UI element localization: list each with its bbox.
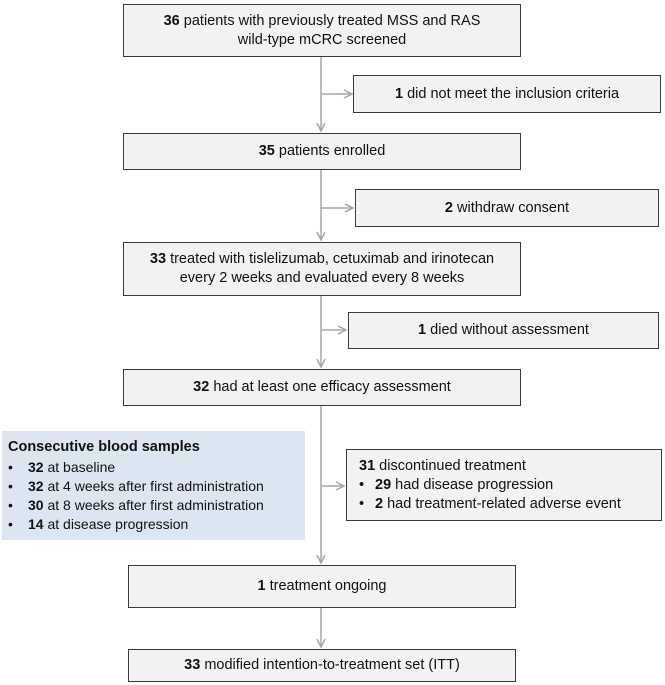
- assessed-text: had at least one efficacy assessment: [213, 379, 451, 395]
- ongoing-count: 1: [257, 578, 266, 594]
- itt-box: 33 modified intention-to-treatment set (…: [128, 649, 516, 682]
- bullet: •: [8, 478, 13, 494]
- assessed-box: 32 had at least one efficacy assessment: [123, 369, 521, 406]
- treated-box: 33 treated with tislelizumab, cetuximab …: [123, 242, 521, 296]
- screened-count: 36: [163, 12, 180, 29]
- bullet: •: [8, 516, 13, 532]
- blood-item: •30 at 8 weeks after first administratio…: [8, 497, 264, 513]
- enrolled-text: patients enrolled: [278, 143, 386, 159]
- enrolled-box: 35 patients enrolled: [123, 133, 521, 170]
- bullet: •: [359, 476, 365, 493]
- excluded-box: 1 did not meet the inclusion criteria: [353, 75, 661, 113]
- discontinued-box: 31 discontinued treatment •29 had diseas…: [346, 449, 662, 521]
- blood-item: •14 at disease progression: [8, 516, 189, 532]
- blood-item: •32 at baseline: [8, 459, 116, 475]
- withdraw-count: 2: [444, 199, 453, 216]
- bullet: •: [8, 459, 13, 475]
- excluded-text: did not meet the inclusion criteria: [407, 85, 620, 102]
- died-box: 1 died without assessment: [348, 312, 659, 349]
- itt-count: 33: [184, 657, 201, 673]
- ongoing-box: 1 treatment ongoing: [128, 565, 516, 608]
- bullet: •: [8, 497, 13, 513]
- blood-samples-title: Consecutive blood samples: [8, 439, 200, 455]
- withdraw-text: withdraw consent: [457, 199, 570, 216]
- assessed-count: 32: [193, 379, 210, 395]
- ongoing-text: treatment ongoing: [269, 578, 387, 594]
- screened-line1: patients with previously treated MSS and…: [183, 12, 481, 29]
- excluded-count: 1: [394, 85, 404, 102]
- died-text: died without assessment: [430, 322, 589, 338]
- screened-box: 36 patients with previously treated MSS …: [123, 4, 521, 57]
- screened-line2: wild-type mCRC screened: [237, 31, 407, 48]
- discontinued-text: discontinued treatment: [379, 457, 526, 474]
- discontinued-item: •2 had treatment-related adverse event: [359, 495, 621, 512]
- discontinued-count: 31: [359, 457, 376, 474]
- treated-count: 33: [149, 251, 167, 267]
- bullet: •: [359, 495, 365, 512]
- itt-text: modified intention-to-treatment set (ITT…: [204, 657, 460, 673]
- treated-line1: treated with tislelizumab, cetuximab and…: [170, 251, 495, 267]
- treated-line2: every 2 weeks and evaluated every 8 week…: [179, 270, 465, 286]
- enrolled-count: 35: [258, 143, 275, 159]
- discontinued-item: •29 had disease progression: [359, 476, 554, 493]
- blood-item: •32 at 4 weeks after first administratio…: [8, 478, 264, 494]
- died-count: 1: [418, 322, 427, 338]
- withdraw-box: 2 withdraw consent: [355, 189, 659, 227]
- blood-samples-panel: Consecutive blood samples •32 at baselin…: [2, 431, 305, 540]
